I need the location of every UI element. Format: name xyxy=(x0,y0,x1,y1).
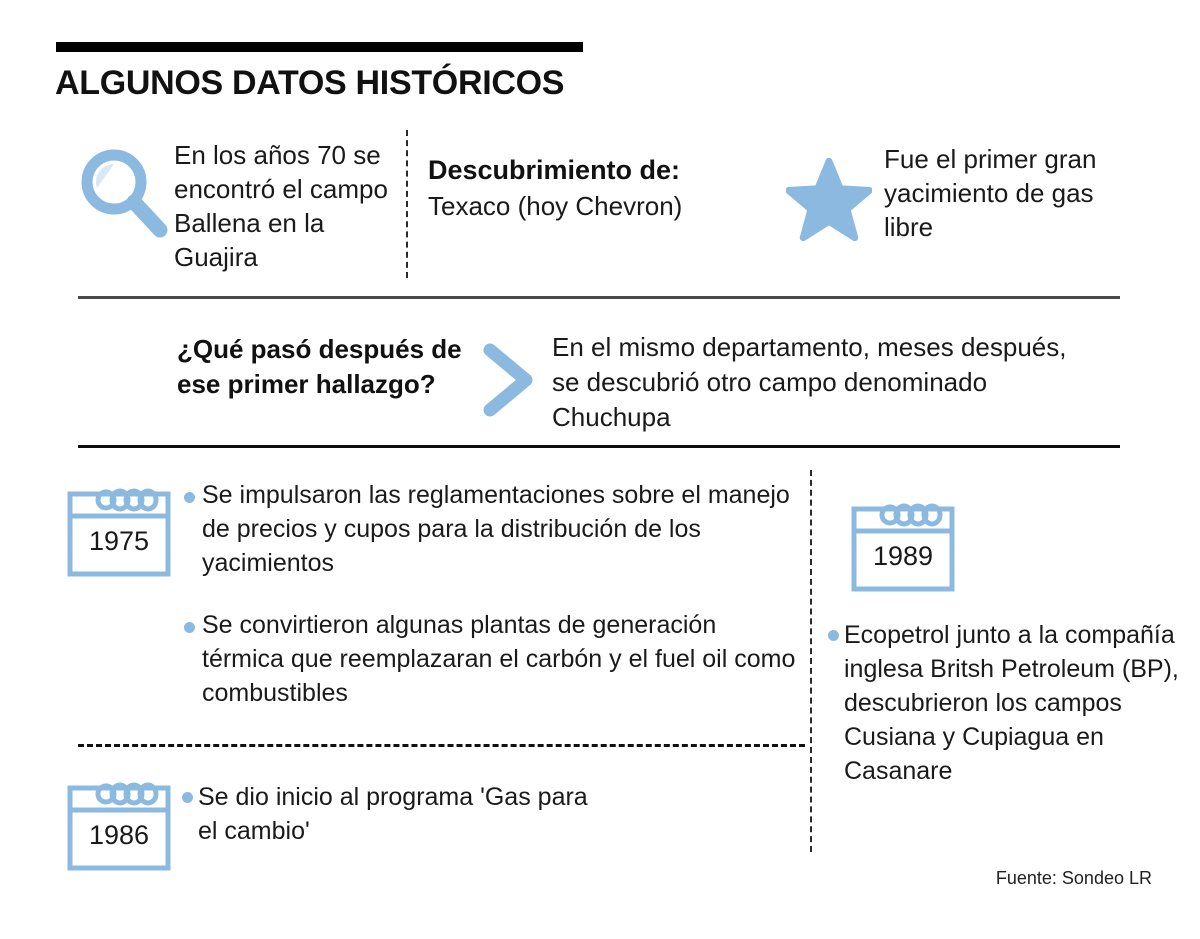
calendar-year-label: 1975 xyxy=(88,526,150,556)
calendar-icon: 1975 xyxy=(64,480,174,580)
horizontal-dashed-divider xyxy=(78,744,805,747)
calendar-year-label: 1986 xyxy=(88,820,150,850)
followup-question: ¿Qué pasó después de ese primer hallazgo… xyxy=(177,334,462,399)
bullets-1989: Ecopetrol junto a la compañía inglesa Br… xyxy=(828,618,1200,788)
list-item: Ecopetrol junto a la compañía inglesa Br… xyxy=(828,618,1200,788)
discovery-company: Texaco (hoy Chevron) xyxy=(428,191,683,221)
list-item: Se impulsaron las reglamentaciones sobre… xyxy=(182,478,797,580)
star-icon xyxy=(785,156,873,242)
discovery-left-text: En los años 70 se encontró el campo Ball… xyxy=(174,140,388,272)
bullet-list: Se impulsaron las reglamentaciones sobre… xyxy=(182,478,797,710)
chevron-right-icon xyxy=(476,342,540,418)
calendar-year-label: 1989 xyxy=(872,541,934,571)
calendar-icon: 1989 xyxy=(848,495,958,595)
bullets-1975: Se impulsaron las reglamentaciones sobre… xyxy=(182,478,797,710)
list-item: Se dio inicio al programa 'Gas para el c… xyxy=(182,780,612,848)
discovery-label: Descubrimiento de: xyxy=(428,155,681,185)
horizontal-rule-2 xyxy=(78,445,1120,448)
followup-answer: En el mismo departamento, meses después,… xyxy=(552,332,1067,432)
source-note: Fuente: Sondeo LR xyxy=(995,868,1152,888)
section-discovery: En los años 70 se encontró el campo Ball… xyxy=(0,128,1200,283)
search-icon xyxy=(72,142,176,246)
horizontal-rule-1 xyxy=(78,296,1120,299)
discovery-right-text: Fue el primer gran yacimiento de gas lib… xyxy=(884,144,1097,242)
list-item: Se convirtieron algunas plantas de gener… xyxy=(182,608,797,710)
title-top-rule xyxy=(56,42,583,52)
page-title: ALGUNOS DATOS HISTÓRICOS xyxy=(55,64,565,102)
bullet-list: Ecopetrol junto a la compañía inglesa Br… xyxy=(828,618,1200,788)
calendar-icon: 1986 xyxy=(64,774,174,874)
vertical-divider-bottom xyxy=(810,470,812,852)
bullet-list: Se dio inicio al programa 'Gas para el c… xyxy=(182,780,612,848)
bullets-1986: Se dio inicio al programa 'Gas para el c… xyxy=(182,780,612,848)
vertical-divider-top xyxy=(406,130,408,278)
section-followup: ¿Qué pasó después de ese primer hallazgo… xyxy=(0,320,1200,440)
discovery-company-block: Descubrimiento de: Texaco (hoy Chevron) xyxy=(428,152,768,224)
